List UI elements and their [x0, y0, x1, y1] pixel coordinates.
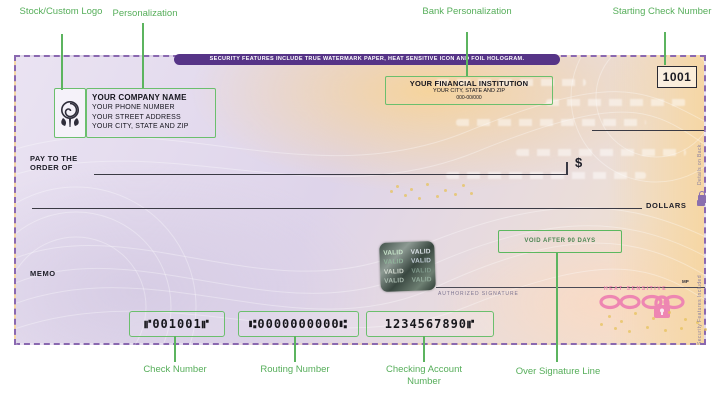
heat-sensitive-label: HEAT SENSITIVE: [604, 286, 668, 292]
date-line: [592, 130, 704, 131]
bank-city: YOUR CITY, STATE AND ZIP: [432, 88, 506, 94]
micr-account-number: 1234567890⑈: [384, 317, 476, 331]
starting-check-number-box: 1001: [657, 66, 697, 88]
company-street: YOUR STREET ADDRESS: [92, 113, 181, 121]
dollars-label: DOLLARS: [646, 201, 687, 210]
annotation-check-number: Check Number: [143, 364, 207, 375]
foil-hologram: VALID VALID VALID VALID VALID VALID VALI…: [379, 241, 436, 292]
connector-line-logo: [61, 34, 63, 90]
payee-line: [94, 174, 567, 175]
hologram-word: VALID: [384, 277, 405, 285]
connector-line-personalization: [142, 23, 144, 88]
bank-personalization-box: YOUR FINANCIAL INSTITUTION YOUR CITY, ST…: [385, 76, 553, 105]
watermark-smudge: [456, 119, 646, 126]
annotation-starting-check-number: Starting Check Number: [612, 6, 712, 17]
micr-routing-number-box: ⑆0000000000⑆: [238, 311, 359, 337]
connector-line-account-number: [423, 336, 425, 362]
security-microdots: [396, 185, 399, 188]
security-banner: SECURITY FEATURES INCLUDE TRUE WATERMARK…: [174, 54, 560, 65]
bank-name: YOUR FINANCIAL INSTITUTION: [409, 79, 529, 88]
pay-to-the-order-of-label: PAY TO THE ORDER OF: [30, 154, 78, 172]
stock-logo-box: [54, 88, 86, 138]
connector-line-over-signature: [556, 252, 558, 362]
signature-line: [436, 287, 705, 288]
hologram-word: VALID: [411, 276, 432, 284]
padlock-icon: [698, 191, 706, 201]
company-personalization-box: YOUR COMPANY NAME YOUR PHONE NUMBER YOUR…: [86, 88, 216, 138]
micr-check-number: ⑈001001⑈: [144, 317, 210, 331]
company-city: YOUR CITY, STATE AND ZIP: [92, 123, 189, 130]
details-on-back-label: Details on Back.: [697, 142, 703, 185]
bank-fraction-code: 000-00/000: [456, 95, 482, 101]
connector-line-check-number-box: [664, 32, 666, 65]
check-body: SECURITY FEATURES INCLUDE TRUE WATERMARK…: [14, 54, 708, 347]
heat-sensitive-chain-icon: [599, 294, 685, 318]
micr-check-number-box: ⑈001001⑈: [129, 311, 225, 337]
watermark-smudge: [446, 172, 646, 179]
memo-label: MEMO: [30, 269, 56, 278]
pay-to-line2: ORDER OF: [30, 163, 73, 172]
connector-line-check-number: [174, 336, 176, 362]
annotation-checking-account-number: Checking Account Number: [385, 364, 463, 387]
annotation-stock-custom-logo: Stock/Custom Logo: [19, 6, 103, 17]
annotation-routing-number: Routing Number: [260, 364, 330, 375]
rose-logo-icon: [61, 101, 79, 127]
watermark-smudge: [516, 149, 686, 156]
watermark-smudge: [546, 99, 686, 106]
micr-account-number-box: 1234567890⑈: [366, 311, 494, 337]
authorized-signature-label: AUTHORIZED SIGNATURE: [438, 291, 519, 297]
signature-line-initials: MP: [682, 279, 689, 284]
security-microdots: [608, 315, 611, 318]
annotation-bank-personalization: Bank Personalization: [422, 6, 512, 17]
annotation-over-signature-line: Over Signature Line: [515, 366, 601, 377]
connector-line-routing-number: [294, 336, 296, 362]
company-name: YOUR COMPANY NAME: [92, 93, 187, 102]
written-amount-line: [32, 208, 642, 209]
dollar-sign: $: [575, 155, 583, 170]
micr-routing-number: ⑆0000000000⑆: [249, 317, 348, 331]
void-after-90-days-box: VOID AFTER 90 DAYS: [498, 230, 622, 253]
company-phone: YOUR PHONE NUMBER: [92, 104, 175, 111]
amount-box-bracket: [566, 162, 568, 175]
connector-line-bank: [466, 32, 468, 76]
watermark-smudge: [436, 79, 586, 86]
pay-to-line1: PAY TO THE: [30, 154, 78, 163]
security-features-included-label: Security Features Included: [697, 275, 703, 345]
annotation-personalization: Personalization: [112, 8, 178, 19]
